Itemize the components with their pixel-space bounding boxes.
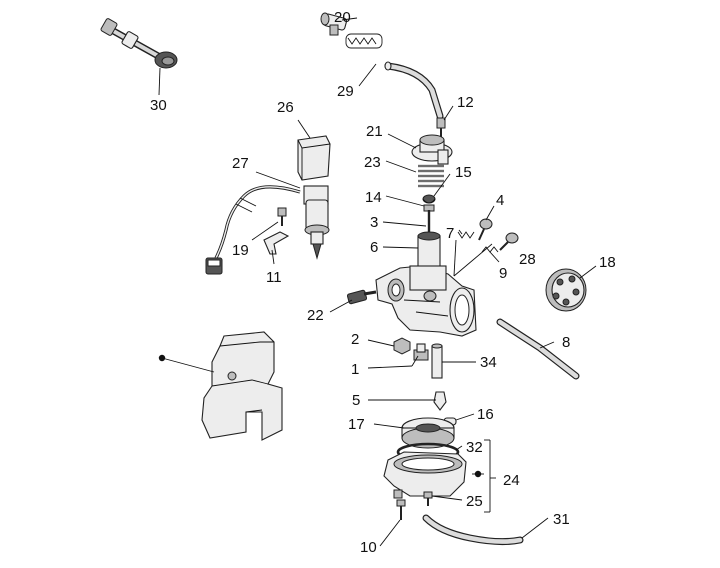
label-30: 30 xyxy=(150,97,167,114)
label-9: 9 xyxy=(499,265,507,282)
label-27: 27 xyxy=(232,155,249,172)
part-5-float-needle xyxy=(433,391,447,411)
label-25: 25 xyxy=(466,493,483,510)
label-21: 21 xyxy=(366,123,383,140)
label-20: 20 xyxy=(334,9,351,26)
label-23: 23 xyxy=(364,154,381,171)
part-9-spring xyxy=(481,246,499,253)
part-25-screw xyxy=(423,491,433,506)
label-1: 1 xyxy=(351,361,359,378)
label-32: 32 xyxy=(466,439,483,456)
label-16: 16 xyxy=(477,406,494,423)
label-3: 3 xyxy=(370,214,378,231)
part-24-float-bowl xyxy=(383,451,467,499)
part-34-emulsion-tube xyxy=(431,343,443,379)
part-31-hose xyxy=(422,514,524,546)
label-5: 5 xyxy=(352,392,360,409)
label-8: 8 xyxy=(562,334,570,351)
label-6: 6 xyxy=(370,239,378,256)
part-11-bracket xyxy=(263,231,290,255)
label-12: 12 xyxy=(457,94,474,111)
part-19-screw xyxy=(277,207,287,226)
label-28: 28 xyxy=(519,251,536,268)
part-4-screw xyxy=(478,218,493,241)
label-2: 2 xyxy=(351,331,359,348)
bullet-marker-left xyxy=(158,354,166,362)
part-6-slide-valve xyxy=(417,231,441,269)
fuel-hose-upper xyxy=(384,61,444,120)
part-1-jet xyxy=(413,343,429,361)
carburetor-body xyxy=(375,265,477,337)
label-7: 7 xyxy=(446,225,454,242)
label-22: 22 xyxy=(307,307,324,324)
part-20-fitting xyxy=(320,12,348,36)
label-31: 31 xyxy=(553,511,570,528)
part-26-cover xyxy=(297,135,331,181)
label-24: 24 xyxy=(503,472,520,489)
part-2-nut xyxy=(393,337,411,355)
label-14: 14 xyxy=(365,189,382,206)
part-10-screw xyxy=(396,499,406,520)
part-27-electric-choke xyxy=(205,185,330,275)
part-12-screw xyxy=(436,117,446,138)
bullet-marker-bowl xyxy=(474,470,482,478)
part-labels: 20 30 29 12 21 23 14 15 3 6 4 7 28 9 18 … xyxy=(150,9,616,556)
part-21-choke-cap xyxy=(411,134,453,165)
label-19: 19 xyxy=(232,242,249,259)
leader-lines xyxy=(158,17,597,547)
part-17-float xyxy=(401,417,455,449)
part-30-bolt-bushing xyxy=(100,18,178,69)
label-4: 4 xyxy=(496,192,504,209)
float-chamber-cover xyxy=(201,331,283,441)
part-15-clip xyxy=(422,194,436,204)
label-10: 10 xyxy=(360,539,377,556)
label-11: 11 xyxy=(266,269,282,286)
label-29: 29 xyxy=(337,83,354,100)
label-15: 15 xyxy=(455,164,472,181)
label-26: 26 xyxy=(277,99,294,116)
part-18-gasket xyxy=(545,268,587,312)
part-7-spring xyxy=(457,231,475,239)
label-18: 18 xyxy=(599,254,616,271)
part-29-spring xyxy=(345,33,383,49)
label-17: 17 xyxy=(348,416,365,433)
label-34: 34 xyxy=(480,354,497,371)
part-23-spring xyxy=(418,164,444,188)
part-28-screw xyxy=(499,232,519,251)
part-22-screw xyxy=(346,289,377,305)
